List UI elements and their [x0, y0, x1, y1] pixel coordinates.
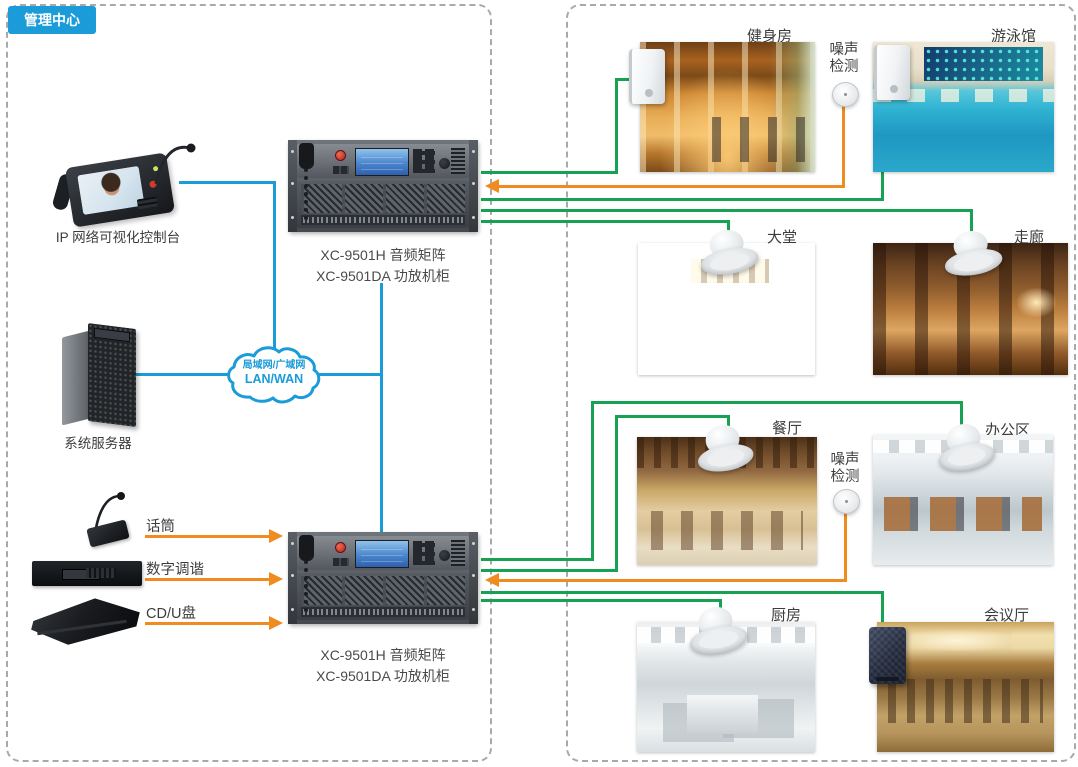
- zone-label-corridor: 走廊: [1014, 229, 1045, 246]
- gym-photo: [640, 42, 815, 172]
- line-conference: [881, 591, 884, 630]
- connector-console-line: [179, 181, 276, 184]
- zone-label-gym: 健身房: [747, 28, 793, 45]
- line-office: [591, 401, 963, 404]
- line-pool: [481, 198, 884, 201]
- connector-server-line: [129, 373, 233, 376]
- line-noise-gym: [498, 185, 845, 188]
- source-mic-label: 话筒: [146, 519, 175, 535]
- source-tuner-label: 数字调谐: [146, 562, 204, 578]
- rack-top-icon: [288, 140, 478, 232]
- server-front: [88, 323, 136, 427]
- arrow-mic-icon: [269, 529, 283, 543]
- rack-handmic-icon: [299, 143, 314, 169]
- arrow-tuner-icon: [269, 572, 283, 586]
- arrow-cd-icon: [269, 616, 283, 630]
- management-center-box: [6, 4, 492, 762]
- line-office: [960, 401, 963, 427]
- management-center-badge: 管理中心: [8, 6, 96, 34]
- noise-sensor-restaurant-icon: [833, 489, 860, 514]
- line-noise-restaurant: [844, 507, 847, 581]
- zone-label-pool: 游泳馆: [991, 28, 1037, 45]
- line-gym: [481, 171, 618, 174]
- wall-speaker-pool-icon: [874, 45, 910, 100]
- line-noise-restaurant: [498, 579, 847, 582]
- arrow-noise-gym-icon: [485, 179, 499, 193]
- console-gooseneck-mic-icon: [154, 143, 196, 185]
- zone-label-kitchen: 厨房: [771, 607, 802, 624]
- ceiling-speaker-office-icon: [933, 419, 997, 475]
- zone-label-conference: 会议厅: [984, 607, 1030, 624]
- server-label: 系统服务器: [64, 436, 132, 451]
- rack-bottom-label-2: XC-9501DA 功放机柜: [316, 668, 450, 684]
- line-corridor: [970, 209, 973, 235]
- digital-tuner-icon: [32, 561, 142, 586]
- connector-console-drop: [273, 181, 276, 355]
- line-lobby: [481, 220, 730, 223]
- zone-label-office: 办公区: [985, 422, 1031, 439]
- line-noise-gym: [842, 103, 845, 187]
- noise-sensor-label: 噪声 检测: [830, 452, 860, 485]
- ceiling-speaker-restaurant-icon: [692, 420, 756, 476]
- rack-top-label-2: XC-9501DA 功放机柜: [316, 268, 450, 284]
- line-kitchen: [481, 599, 722, 602]
- zone-label-lobby: 大堂: [767, 229, 798, 246]
- cd-player-icon: [30, 594, 142, 648]
- audio-matrix-unit: [297, 536, 469, 570]
- line-restaurant: [615, 415, 730, 418]
- arrow-noise-restaurant-icon: [485, 573, 499, 587]
- pool-photo: [873, 42, 1054, 172]
- source-cd-label: CD/U盘: [146, 606, 196, 622]
- zone-label-restaurant: 餐厅: [772, 420, 803, 437]
- console-keys: [136, 196, 159, 210]
- matrix-knob: [439, 158, 450, 169]
- conference-photo: [877, 622, 1054, 752]
- ip-console-icon: [51, 134, 196, 230]
- zones-box: [566, 4, 1076, 762]
- line-gym: [615, 78, 618, 174]
- noise-sensor-label: 噪声 检测: [829, 42, 859, 75]
- noise-sensor-gym-icon: [832, 82, 859, 107]
- audio-matrix-unit: [297, 144, 469, 178]
- line-office: [591, 401, 594, 561]
- line-office: [481, 558, 594, 561]
- line-mic-source: [145, 535, 270, 538]
- line-restaurant: [481, 569, 618, 572]
- line-tuner-source: [145, 578, 270, 581]
- console-label: IP 网络可视化控制台: [55, 230, 181, 245]
- console-screen: [77, 165, 145, 216]
- cloud-label-cn: 局域网/广域网: [242, 360, 306, 371]
- matrix-screen: [355, 148, 409, 176]
- server-icon: [56, 322, 148, 430]
- lan-wan-cloud-icon: 局域网/广域网 LAN/WAN: [224, 344, 324, 406]
- amplifier-unit: [297, 573, 469, 620]
- line-gym: [615, 78, 634, 81]
- amplifier-unit: [297, 181, 469, 228]
- cloud-label-en: LAN/WAN: [244, 371, 304, 386]
- paging-mic-icon: [82, 488, 130, 548]
- line-restaurant: [615, 415, 618, 572]
- rack-handmic-icon: [299, 535, 314, 561]
- line-lobby: [727, 220, 730, 235]
- rack-bottom-label-1: XC-9501H 音频矩阵: [320, 647, 446, 663]
- rack-bottom-icon: [288, 532, 478, 624]
- connector-rack-trunk: [380, 283, 383, 533]
- connector-cloud-right: [308, 373, 382, 376]
- line-restaurant: [727, 415, 730, 431]
- line-corridor: [481, 209, 973, 212]
- cabinet-speaker-conference-icon: [869, 627, 906, 684]
- matrix-knob: [439, 550, 450, 561]
- wall-speaker-gym-icon: [629, 49, 665, 104]
- server-side: [62, 330, 90, 426]
- line-conference: [481, 591, 884, 594]
- matrix-screen: [355, 540, 409, 568]
- rack-top-label-1: XC-9501H 音频矩阵: [320, 247, 446, 263]
- line-kitchen: [719, 599, 722, 612]
- line-cd-source: [145, 622, 270, 625]
